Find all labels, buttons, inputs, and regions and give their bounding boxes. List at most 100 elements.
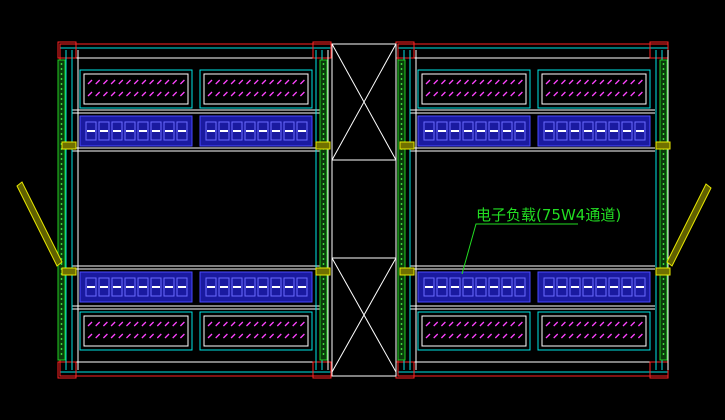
green-wall-dot <box>60 108 63 110</box>
fan-slot <box>517 91 523 97</box>
green-wall-dot <box>400 263 403 265</box>
load-channel <box>436 121 448 141</box>
fan-slot <box>448 321 454 327</box>
green-wall-dot <box>400 288 403 290</box>
fan-slot <box>141 91 147 97</box>
green-wall-dot <box>662 213 665 215</box>
fan-slot <box>253 321 259 327</box>
load-channel <box>621 277 633 297</box>
green-wall-dot <box>400 238 403 240</box>
load-channel <box>556 121 568 141</box>
green-wall-dot <box>322 328 325 330</box>
fan-slot <box>560 79 566 85</box>
electronic-load-module <box>199 271 313 303</box>
green-wall-dot <box>322 168 325 170</box>
green-wall-dot <box>400 128 403 130</box>
fan-slot <box>425 91 431 97</box>
fan-slot <box>284 79 290 85</box>
fan-slot <box>292 91 298 97</box>
load-channel <box>150 277 162 297</box>
green-wall-dot <box>400 173 403 175</box>
green-wall-dot <box>60 128 63 130</box>
fan-module-inner <box>541 315 647 347</box>
load-channel <box>488 277 500 297</box>
fan-slot <box>230 321 236 327</box>
green-wall-dot <box>400 88 403 90</box>
fan-slot <box>276 79 282 85</box>
green-wall-dot <box>400 163 403 165</box>
fan-slot <box>614 333 620 339</box>
green-wall-dot <box>322 123 325 125</box>
fan-slot <box>622 79 628 85</box>
fan-slot <box>456 91 462 97</box>
green-wall-dot <box>400 98 403 100</box>
electronic-load-module <box>79 115 193 147</box>
green-wall-dot <box>322 68 325 70</box>
green-wall-dot <box>662 328 665 330</box>
fan-slot <box>479 79 485 85</box>
green-wall-dot <box>60 298 63 300</box>
green-wall-dot <box>662 238 665 240</box>
green-wall-dot <box>662 253 665 255</box>
fan-slot <box>471 333 477 339</box>
green-wall-dot <box>322 263 325 265</box>
fan-module-inner <box>203 315 309 347</box>
load-channel <box>218 121 230 141</box>
fan-slot <box>637 91 643 97</box>
fan-slot <box>87 91 93 97</box>
green-wall-dot <box>662 193 665 195</box>
fan-slot <box>222 91 228 97</box>
fan-slot <box>637 79 643 85</box>
fan-slot <box>494 333 500 339</box>
green-wall-dot <box>400 103 403 105</box>
fan-slot <box>560 321 566 327</box>
green-wall-dot <box>322 183 325 185</box>
fan-slot <box>118 91 124 97</box>
module-layer <box>79 69 651 351</box>
fan-slot <box>179 333 185 339</box>
green-wall-dot <box>60 123 63 125</box>
green-wall-dot <box>662 163 665 165</box>
fan-slot <box>456 333 462 339</box>
fan-slot <box>164 333 170 339</box>
load-channel <box>296 121 308 141</box>
green-wall-dot <box>322 338 325 340</box>
fan-module-inner <box>83 315 189 347</box>
green-wall-dot <box>322 113 325 115</box>
fan-slot <box>510 91 516 97</box>
fan-slot <box>276 333 282 339</box>
load-channel <box>582 121 594 141</box>
electronic-load-module <box>79 271 193 303</box>
load-channel <box>98 121 110 141</box>
fan-slot <box>164 91 170 97</box>
fan-slot <box>215 79 221 85</box>
fan-slot <box>599 79 605 85</box>
green-wall-dot <box>400 333 403 335</box>
fan-slot <box>553 321 559 327</box>
fan-module-inner <box>421 315 527 347</box>
load-channel <box>608 277 620 297</box>
green-wall-dot <box>662 183 665 185</box>
green-wall-dot <box>400 243 403 245</box>
fan-slot <box>179 91 185 97</box>
load-channel <box>283 121 295 141</box>
green-wall-dot <box>322 323 325 325</box>
fan-slot <box>118 321 124 327</box>
fan-module <box>199 311 313 351</box>
green-wall-dot <box>400 138 403 140</box>
fan-slot <box>553 91 559 97</box>
load-channel <box>449 121 461 141</box>
green-wall-dot <box>60 63 63 65</box>
fan-slot <box>510 333 516 339</box>
green-wall-dot <box>662 338 665 340</box>
load-channel <box>163 121 175 141</box>
load-channel <box>163 277 175 297</box>
fan-slot <box>230 79 236 85</box>
fan-slot <box>517 79 523 85</box>
fan-slot <box>230 91 236 97</box>
fan-slot <box>487 333 493 339</box>
green-wall-dot <box>322 228 325 230</box>
electronic-load-module <box>417 271 531 303</box>
green-wall-dot <box>400 278 403 280</box>
fan-slot <box>230 333 236 339</box>
